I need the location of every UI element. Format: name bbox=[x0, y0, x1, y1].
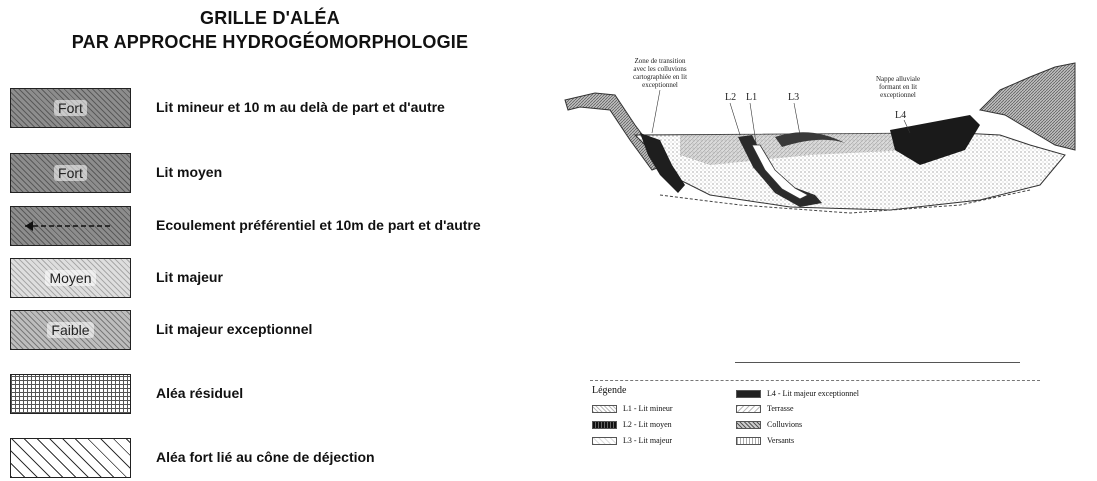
grid-description: Aléa fort lié au cône de déjection bbox=[156, 449, 375, 465]
label-l3: L3 bbox=[788, 92, 799, 103]
leader-l2 bbox=[730, 103, 740, 135]
grid-row-ecoulement: Ecoulement préférentiel et 10m de part e… bbox=[10, 206, 550, 246]
label-l1: L1 bbox=[746, 92, 757, 103]
legend-item-l4: L4 - Lit majeur exceptionnel bbox=[736, 388, 859, 399]
grid-description: Aléa résiduel bbox=[156, 385, 243, 401]
title-line-1: GRILLE D'ALÉA bbox=[0, 8, 540, 29]
hazard-swatch-residuel bbox=[10, 374, 131, 414]
grid-description: Lit majeur bbox=[156, 269, 223, 285]
swatch-label: Faible bbox=[47, 322, 93, 338]
label-l4: L4 bbox=[895, 110, 906, 121]
grid-row-cone-dejection: Aléa fort lié au cône de déjection bbox=[10, 438, 550, 478]
valley-cross-section: Zone de transition avec les colluvions c… bbox=[560, 55, 1080, 215]
legend-label: L1 - Lit mineur bbox=[623, 404, 673, 413]
annotation-left-line-4: exceptionnel bbox=[642, 81, 678, 89]
leader-l3 bbox=[794, 103, 800, 135]
legend-item-terrasse: Terrasse bbox=[736, 403, 794, 414]
hazard-swatch-fort: Fort bbox=[10, 153, 131, 193]
grid-description: Lit moyen bbox=[156, 164, 222, 180]
legend-label: Versants bbox=[767, 436, 794, 445]
diagram-legend: Légende L1 - Lit mineur L2 - Lit moyen L… bbox=[590, 380, 1090, 480]
annotation-left-leader bbox=[652, 90, 660, 133]
hazard-swatch-fort: Fort bbox=[10, 88, 131, 128]
flow-arrow-icon bbox=[21, 220, 121, 232]
legend-item-l3: L3 - Lit majeur bbox=[592, 435, 672, 446]
legend-divider-top bbox=[735, 362, 1020, 363]
annotation-right-line-1: Nappe alluviale bbox=[876, 75, 920, 83]
grid-description: Lit mineur et 10 m au delà de part et d'… bbox=[156, 99, 445, 115]
legend-label: L2 - Lit moyen bbox=[623, 420, 672, 429]
hazard-swatch-faible: Faible bbox=[10, 310, 131, 350]
legend-swatch bbox=[736, 421, 761, 429]
label-l2: L2 bbox=[725, 92, 736, 103]
legend-swatch bbox=[736, 405, 761, 413]
grid-row-lit-moyen: Fort Lit moyen bbox=[10, 153, 550, 193]
legend-item-colluvions: Colluvions bbox=[736, 419, 802, 430]
swatch-label: Moyen bbox=[45, 270, 95, 286]
annotation-left-line-3: cartographiée en lit bbox=[633, 73, 687, 81]
annotation-left-line-2: avec les colluvions bbox=[633, 65, 687, 73]
grid-row-alea-residuel: Aléa résiduel bbox=[10, 374, 550, 414]
grid-description: Lit majeur exceptionnel bbox=[156, 321, 312, 337]
left-slope bbox=[565, 93, 665, 170]
legend-swatch bbox=[736, 437, 761, 445]
legend-title: Légende bbox=[592, 385, 626, 396]
legend-label: Terrasse bbox=[767, 404, 794, 413]
legend-swatch bbox=[736, 390, 761, 398]
swatch-label: Fort bbox=[54, 100, 87, 116]
legend-item-l1: L1 - Lit mineur bbox=[592, 403, 673, 414]
legend-swatch bbox=[592, 405, 617, 413]
legend-divider bbox=[590, 380, 1040, 381]
legend-label: L3 - Lit majeur bbox=[623, 436, 672, 445]
legend-label: Colluvions bbox=[767, 420, 802, 429]
legend-item-versants: Versants bbox=[736, 435, 794, 446]
legend-label: L4 - Lit majeur exceptionnel bbox=[767, 389, 859, 398]
grid-row-lit-majeur: Moyen Lit majeur bbox=[10, 258, 550, 298]
hazard-swatch-moyen: Moyen bbox=[10, 258, 131, 298]
grid-description: Ecoulement préférentiel et 10m de part e… bbox=[156, 217, 481, 233]
legend-swatch bbox=[592, 421, 617, 429]
legend-swatch bbox=[592, 437, 617, 445]
annotation-left-line-1: Zone de transition bbox=[635, 57, 686, 65]
annotation-right-line-2: formant en lit bbox=[879, 83, 917, 91]
grid-row-lit-majeur-exceptionnel: Faible Lit majeur exceptionnel bbox=[10, 310, 550, 350]
hazard-swatch-ecoulement bbox=[10, 206, 131, 246]
hazard-swatch-cone bbox=[10, 438, 131, 478]
swatch-label: Fort bbox=[54, 165, 87, 181]
legend-item-l2: L2 - Lit moyen bbox=[592, 419, 672, 430]
title-line-2: PAR APPROCHE HYDROGÉOMORPHOLOGIE bbox=[0, 32, 540, 53]
grid-row-lit-mineur: Fort Lit mineur et 10 m au delà de part … bbox=[10, 88, 550, 128]
annotation-right-line-3: exceptionnel bbox=[880, 91, 916, 99]
